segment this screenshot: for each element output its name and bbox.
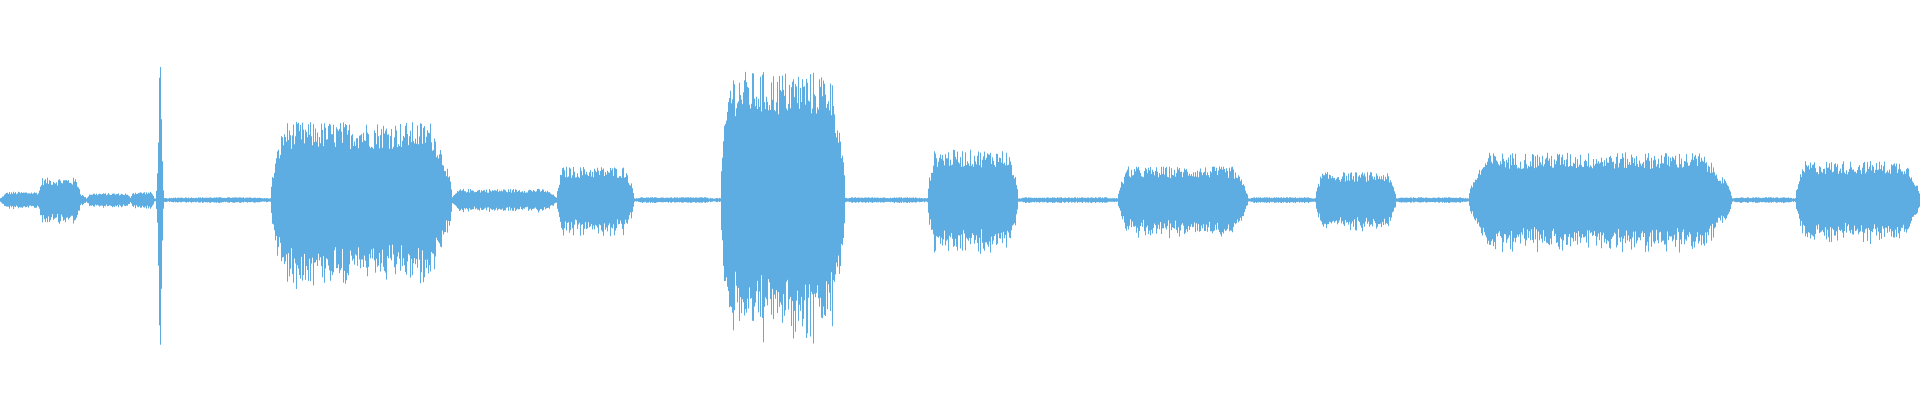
- waveform-trace: [0, 67, 1920, 345]
- waveform-path: [0, 67, 1920, 345]
